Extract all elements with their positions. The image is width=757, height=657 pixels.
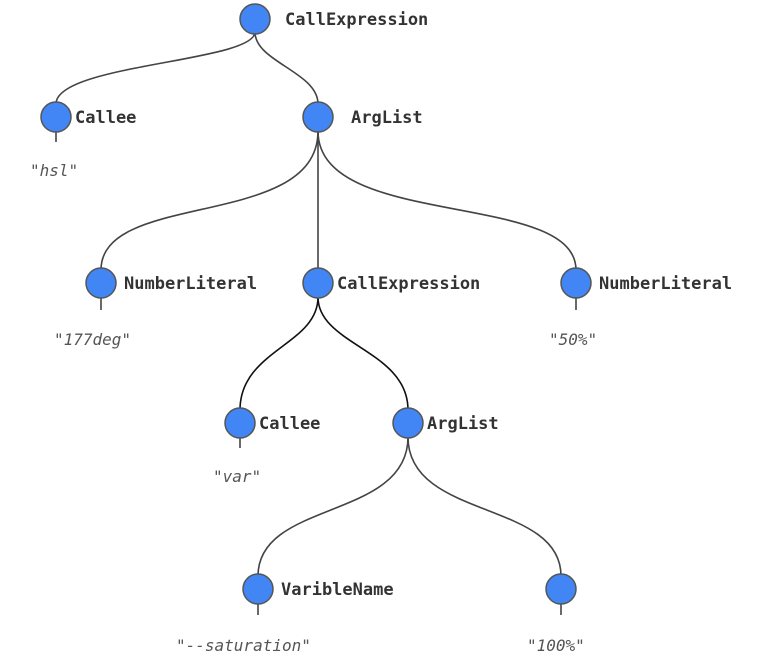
value-stubs <box>55 131 577 615</box>
node-label-numberliteral-1: NumberLiteral <box>124 274 257 294</box>
node-label-variblename: VaribleName <box>281 580 394 600</box>
value-var: "var" <box>213 467 261 486</box>
edge-inner-arglist-to-unnamed <box>407 436 562 577</box>
edge-nested-call-to-arglist <box>317 296 409 411</box>
node-circle-callee <box>40 101 72 133</box>
node-label-arglist: ArgList <box>351 108 423 128</box>
edge-arglist-to-numberliteral-1 <box>100 130 319 271</box>
node-circle-inner-arglist <box>392 407 424 439</box>
node-label-nested-callee: Callee <box>259 414 320 434</box>
node-circle-root-callexpression <box>239 3 271 35</box>
node-circle-unnamed <box>545 573 577 605</box>
tree-nodes: CallExpression Callee ArgList NumberLite… <box>40 3 732 605</box>
edge-nested-call-to-callee <box>239 296 319 411</box>
edge-inner-arglist-to-variblename <box>257 436 409 577</box>
node-label-nested-callexpression: CallExpression <box>337 274 480 294</box>
edge-arglist-to-numberliteral-2 <box>317 130 577 271</box>
node-circle-numberliteral-2 <box>560 267 592 299</box>
node-circle-arglist <box>302 101 334 133</box>
node-circle-variblename <box>242 573 274 605</box>
node-label-inner-arglist: ArgList <box>427 414 499 434</box>
edge-root-to-arglist <box>254 31 319 105</box>
edge-root-to-callee <box>55 31 256 105</box>
node-circle-nested-callee <box>224 407 256 439</box>
node-circle-nested-callexpression <box>302 267 334 299</box>
value-saturation: "--saturation" <box>176 636 311 655</box>
node-label-callee: Callee <box>75 108 136 128</box>
value-50-percent: "50%" <box>549 330 597 349</box>
tree-edges <box>55 31 577 577</box>
value-hsl: "hsl" <box>30 161 78 180</box>
node-circle-numberliteral-1 <box>85 267 117 299</box>
value-177deg: "177deg" <box>54 330 131 349</box>
node-label-root-callexpression: CallExpression <box>285 10 428 30</box>
node-label-numberliteral-2: NumberLiteral <box>599 274 732 294</box>
node-values: "hsl" "177deg" "50%" "var" "--saturation… <box>30 161 597 655</box>
value-100-percent: "100%" <box>527 636 585 655</box>
